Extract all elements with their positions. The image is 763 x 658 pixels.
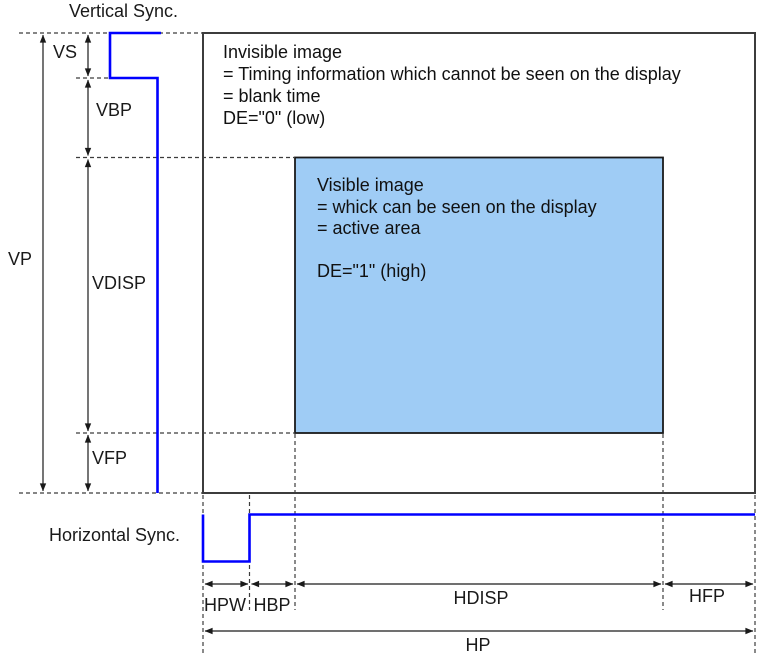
label-vs: VS	[53, 42, 78, 62]
label-hp: HP	[465, 635, 491, 655]
measure-arrows	[39, 34, 754, 635]
visible-region-line1: Visible image	[317, 175, 424, 195]
invisible-region-line4: DE="0" (low)	[223, 108, 326, 128]
vertical-sync-waveform	[108, 31, 161, 493]
invisible-region-line2: = Timing information which cannot be see…	[223, 64, 681, 84]
invisible-region-line1: Invisible image	[223, 42, 343, 62]
visible-region-line4: DE="1" (high)	[317, 261, 427, 281]
label-hbp: HBP	[253, 595, 291, 615]
horizontal-sync-title: Horizontal Sync.	[49, 525, 181, 545]
invisible-region-line3: = blank time	[223, 86, 321, 106]
label-hpw: HPW	[204, 595, 246, 615]
horizontal-sync-waveform	[201, 513, 755, 563]
invisible-region-text: Invisible image = Timing information whi…	[223, 41, 681, 129]
label-vbp: VBP	[96, 100, 133, 120]
visible-region-line2: = whick can be seen on the display	[317, 196, 597, 217]
visible-area-box	[294, 156, 664, 434]
label-vp: VP	[8, 249, 33, 269]
label-hdisp: HDISP	[453, 588, 509, 608]
visible-region-text: Visible image = whick can be seen on the…	[317, 175, 597, 283]
frame-box	[202, 32, 756, 494]
label-vfp: VFP	[92, 448, 128, 468]
visible-region-line3: = active area	[317, 218, 421, 238]
label-vdisp: VDISP	[92, 273, 147, 293]
vertical-sync-title: Vertical Sync.	[69, 1, 179, 21]
label-hfp: HFP	[689, 586, 725, 606]
